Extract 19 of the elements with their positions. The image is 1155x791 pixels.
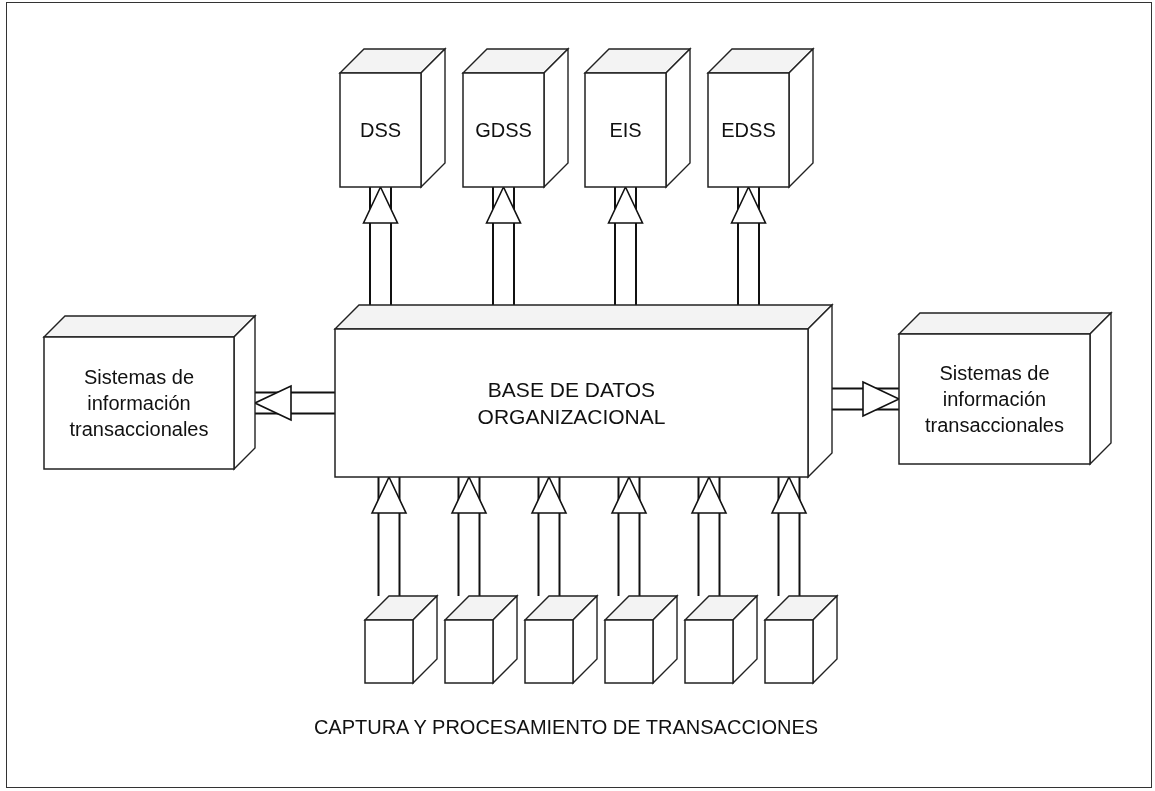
node-label: EDSS — [721, 118, 776, 143]
block-arrow — [451, 476, 487, 596]
node-label: Sistemas de información transaccionales — [68, 365, 210, 442]
node-label: DSS — [359, 118, 402, 143]
block-arrow — [691, 476, 727, 596]
block-arrow — [832, 381, 900, 417]
block-arrow — [371, 476, 407, 596]
block-arrow — [607, 186, 644, 305]
block-arrow — [730, 186, 767, 305]
node-label: Sistemas de información transaccionales — [924, 361, 1065, 438]
block-arrow — [362, 186, 399, 305]
block-arrow — [771, 476, 807, 596]
node-label: EIS — [609, 118, 642, 143]
block-arrow — [485, 186, 522, 305]
block-arrow — [531, 476, 567, 596]
block-arrow — [611, 476, 647, 596]
node-label: BASE DE DATOS ORGANIZACIONAL — [476, 376, 667, 430]
caption-text: CAPTURA Y PROCESAMIENTO DE TRANSACCIONES — [313, 716, 819, 738]
node-label: GDSS — [475, 118, 532, 143]
